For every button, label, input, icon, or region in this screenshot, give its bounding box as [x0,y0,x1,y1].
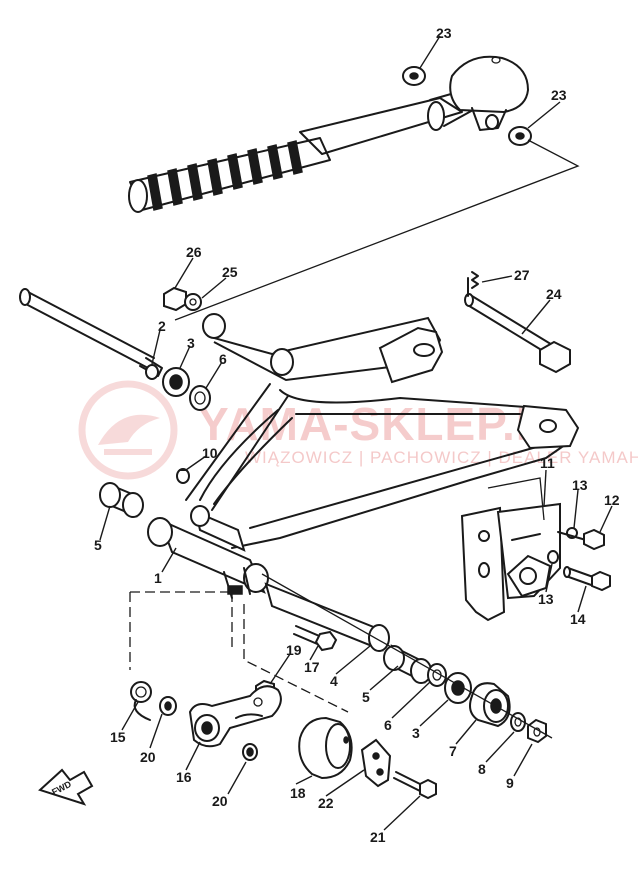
part-4-pivot-collar [264,582,390,652]
part-6-seal-right [427,663,447,687]
part-11-chain-adjuster-bracket [460,502,561,622]
watermark-subline: WIĄZOWICZ | PACHOWICZ | DEALER YAMAHA [245,448,638,467]
callout-12: 12 [604,492,620,508]
part-24-bolt [464,293,571,374]
part-12-bolt [557,528,605,551]
part-16-torque-link [188,685,282,748]
callout-24: 24 [546,286,562,302]
rear-shock-absorber [128,55,530,213]
part-13-washer-bottom [547,550,559,564]
part-1-swingarm [147,313,580,599]
callout-23-top: 23 [436,25,452,41]
part-23-washer-bottom [508,126,532,146]
callout-13-bottom: 13 [538,591,554,607]
part-2-pivot-shaft [19,288,163,380]
callout-22: 22 [318,795,334,811]
callout-3-right: 3 [412,725,420,741]
callout-23-bottom: 23 [551,87,567,103]
callout-16: 16 [176,769,192,785]
part-3-bearing-left [162,367,190,397]
leader-lines [99,35,613,831]
part-3-bearing-right [444,672,472,704]
part-18-damper-rubber [298,716,353,780]
callout-2: 2 [158,318,166,334]
callout-18: 18 [290,785,306,801]
part-14-adjuster-bolt [563,566,611,592]
callout-8: 8 [478,761,486,777]
callout-20-bottom: 20 [212,793,228,809]
part-15-spring [130,681,152,721]
callout-21: 21 [370,829,386,845]
callout-7: 7 [449,743,457,759]
callout-11: 11 [540,455,555,471]
callout-20-left: 20 [140,749,156,765]
callout-19: 19 [286,642,302,658]
part-23-washer-top [402,66,426,86]
part-22-mounting-plate [360,738,392,788]
callout-15: 15 [110,729,126,745]
part-27-cotter-pin [467,271,479,297]
part-5-bushing-left [99,482,144,518]
part-20-washer-bottom [242,743,258,761]
part-17-bolt [293,625,338,652]
part-6-seal-left [189,385,211,411]
shock-spring [129,137,331,211]
part-10-grease-nipple [176,468,190,484]
part-20-washer-left [159,696,177,716]
callout-6-right: 6 [384,717,392,733]
callout-5-left: 5 [94,537,102,553]
watermark-logo-icon [78,380,178,480]
callout-17: 17 [304,659,320,675]
callout-27: 27 [514,267,530,283]
callout-13-top: 13 [572,477,588,493]
part-25-washer [184,293,202,311]
callout-9: 9 [506,775,514,791]
callout-4: 4 [330,673,338,689]
callout-6-left: 6 [219,351,227,367]
callout-3-left: 3 [187,335,195,351]
callout-10: 10 [202,445,218,461]
part-21-bolt [393,771,437,800]
callout-labels: 23 23 26 25 27 24 2 3 6 10 5 1 11 13 12 … [94,25,620,845]
callout-5-right: 5 [362,689,370,705]
callout-25: 25 [222,264,238,280]
part-9-nut [527,718,547,744]
part-7-bushing-cap [469,682,511,728]
fwd-direction-arrow-icon: FWD [38,768,94,806]
part-5-bushing-right [383,644,432,684]
part-26-nut [163,286,187,312]
callout-26: 26 [186,244,202,260]
callout-1: 1 [154,570,162,586]
callout-14: 14 [570,611,586,627]
